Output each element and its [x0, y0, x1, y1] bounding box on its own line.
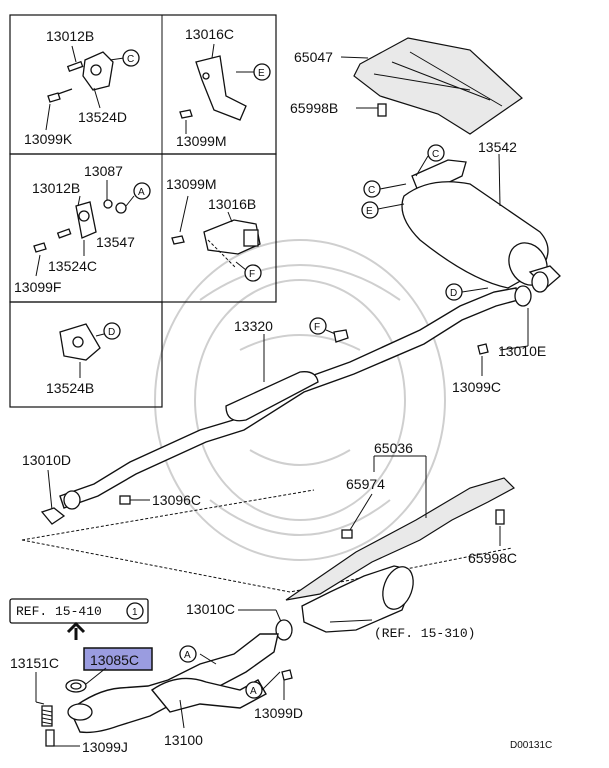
- svg-text:C: C: [127, 54, 134, 65]
- part-label: 13010C: [186, 601, 235, 617]
- part-label: 13012B: [32, 180, 80, 196]
- svg-text:D: D: [450, 288, 457, 299]
- front-heat-shield: 65036 65974 65998C: [285, 440, 517, 601]
- rear-joint: 13010E 13099C: [452, 271, 549, 395]
- marker-c: [122, 49, 140, 67]
- watermark: [154, 239, 446, 561]
- part-label: 13099M: [166, 176, 217, 192]
- part-label: 13524C: [48, 258, 97, 274]
- reference-plane: [21, 489, 513, 593]
- ref-catalyst: (REF. 15-310): [374, 626, 475, 641]
- marker-e: [253, 63, 271, 81]
- part-label: 65036: [374, 440, 413, 456]
- inset-panel-5: D 13524B: [46, 322, 121, 396]
- svg-text:C: C: [432, 149, 439, 160]
- part-label: 13542: [478, 139, 517, 155]
- part-label: 13099F: [14, 279, 61, 295]
- svg-text:A: A: [138, 187, 145, 198]
- gasket-13010c: 13010C: [186, 601, 293, 641]
- marker-d: [103, 322, 121, 340]
- part-label: 65047: [294, 49, 333, 65]
- part-label: 65998B: [290, 100, 338, 116]
- svg-text:A: A: [250, 686, 257, 697]
- center-pipe: 13320 F D: [59, 283, 519, 509]
- svg-text:E: E: [366, 206, 373, 217]
- part-label: 13099M: [176, 133, 227, 149]
- front-center-joint: 13010D 13096C: [22, 452, 201, 525]
- svg-text:A: A: [184, 650, 191, 661]
- part-label: 13100: [164, 732, 203, 748]
- part-label: 65998C: [468, 550, 517, 566]
- part-label: 13099K: [24, 131, 73, 147]
- part-label: 13524D: [78, 109, 127, 125]
- svg-text:C: C: [368, 185, 375, 196]
- inset-panel-grid: [9, 14, 277, 408]
- part-label: 13087: [84, 163, 123, 179]
- inset-panel-3: 13087 13012B 13547 13524C 13099F A: [14, 163, 151, 295]
- ref-manifold-num: 1: [132, 607, 138, 618]
- muffler: 13542 C C E: [361, 139, 561, 289]
- part-label: 13099D: [254, 705, 303, 721]
- marker-f: [244, 264, 262, 282]
- highlighted-part-label: 13085C: [90, 652, 139, 668]
- part-label: 13099C: [452, 379, 501, 395]
- ref-manifold-box: [9, 598, 149, 624]
- part-label: 65974: [346, 476, 385, 492]
- svg-text:D: D: [108, 327, 115, 338]
- part-label: 13010E: [498, 343, 546, 359]
- part-label: 13012B: [46, 28, 94, 44]
- svg-text:F: F: [249, 269, 255, 280]
- part-label: 13016B: [208, 196, 256, 212]
- part-label: 13320: [234, 318, 273, 334]
- part-label: 13547: [96, 234, 135, 250]
- front-pipe: 13100 A A 13099D: [69, 633, 303, 748]
- rear-heat-shield: 65047 65998B: [290, 37, 523, 135]
- marker-a: [133, 182, 151, 200]
- catalytic-converter: (REF. 15-310): [301, 565, 475, 641]
- inset-panel-1: 13012B 13524D 13099K C: [24, 28, 140, 147]
- svg-text:E: E: [258, 68, 265, 79]
- bracket-13016c: [195, 55, 247, 121]
- inset-panel-2: 13016C 13099M E: [176, 26, 271, 149]
- svg-text:F: F: [314, 322, 320, 333]
- part-label: 13524B: [46, 380, 94, 396]
- part-label: 13151C: [10, 655, 59, 671]
- part-label: 13099J: [82, 739, 128, 755]
- part-label: 13096C: [152, 492, 201, 508]
- inset-panel-4: 13099M 13016B F: [166, 176, 262, 282]
- up-arrow-icon: [66, 621, 86, 640]
- ref-manifold: REF. 15-410: [16, 604, 102, 619]
- diagram-code: D00131C: [510, 740, 552, 751]
- part-label: 13016C: [185, 26, 234, 42]
- part-label: 13010D: [22, 452, 71, 468]
- highlighted-part-box: [83, 647, 153, 671]
- manifold-joint: REF. 15-410 1 13085C 13151C 13099J: [9, 598, 153, 755]
